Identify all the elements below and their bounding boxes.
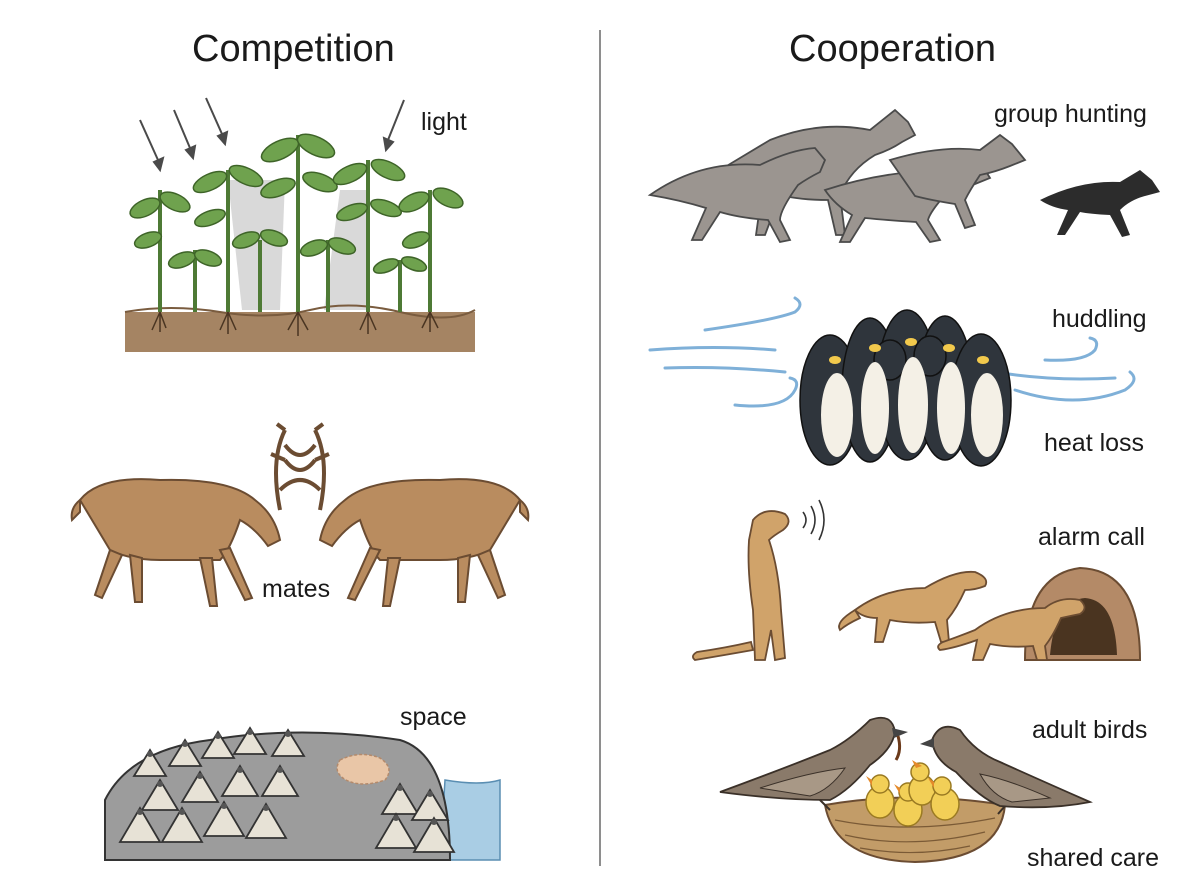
mates-label: mates xyxy=(262,575,331,603)
shared-care-label: shared care xyxy=(1027,844,1160,872)
huddling-label: huddling xyxy=(1052,305,1147,333)
wolf-pack-illustration xyxy=(647,108,1160,244)
meerkat-sentry-illustration xyxy=(692,499,1142,662)
adult-birds-label: adult birds xyxy=(1032,716,1148,744)
penguin-huddle-illustration xyxy=(648,296,1136,467)
space-label: space xyxy=(400,703,467,731)
barnacles-on-rock-illustration xyxy=(104,726,501,861)
cooperation-title: Cooperation xyxy=(789,28,997,70)
competition-title: Competition xyxy=(192,28,395,70)
heat-loss-label: heat loss xyxy=(1044,429,1145,457)
group-hunting-label: group hunting xyxy=(994,100,1147,128)
deer-fighting-illustration xyxy=(70,422,530,607)
light-label: light xyxy=(421,108,467,136)
alarm-call-label: alarm call xyxy=(1038,523,1145,551)
birds-feeding-chicks-illustration xyxy=(719,716,1093,864)
center-divider xyxy=(599,30,601,866)
plants-competing-for-light-illustration xyxy=(124,97,476,352)
